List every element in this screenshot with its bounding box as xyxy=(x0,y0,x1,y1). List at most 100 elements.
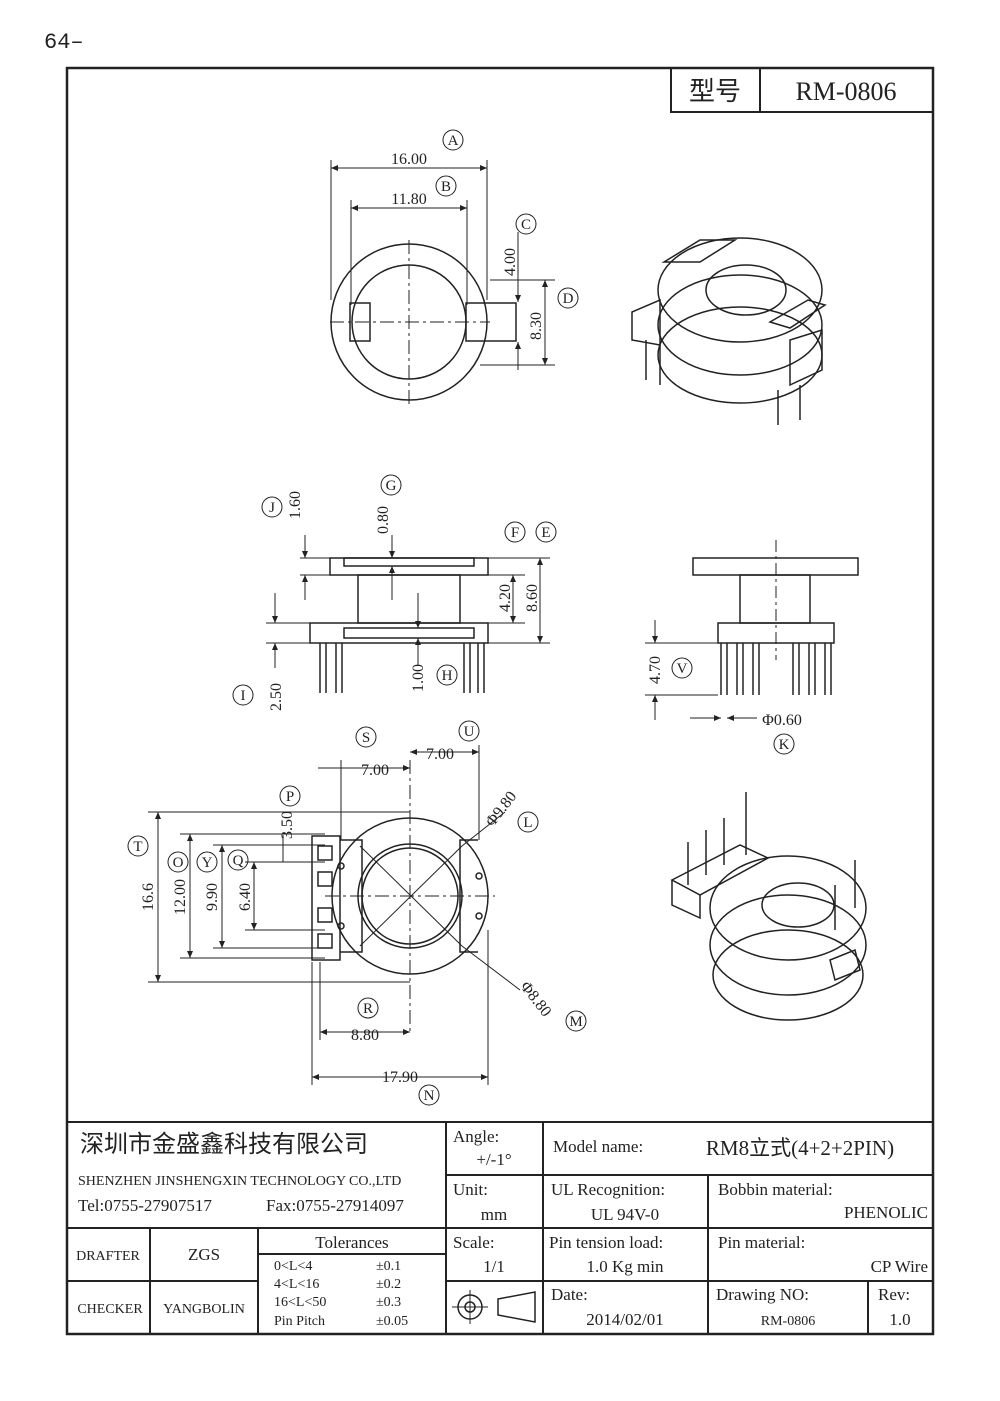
rev-label: Rev: xyxy=(878,1285,910,1304)
top-view xyxy=(330,160,555,405)
unit-value: mm xyxy=(481,1205,507,1224)
dim-I-value: 2.50 xyxy=(268,683,285,711)
dim-A-value: 16.00 xyxy=(391,151,427,168)
side-view xyxy=(266,535,550,693)
iso-view-top xyxy=(631,237,827,425)
dim-L-value: Φ9.80 xyxy=(483,788,521,830)
label-Q: Q xyxy=(227,849,249,871)
label-R: R xyxy=(357,997,379,1019)
tolerance-range: 4<L<16 xyxy=(274,1277,319,1292)
tolerance-range: 0<L<4 xyxy=(274,1259,312,1274)
date-value: 2014/02/01 xyxy=(586,1310,663,1329)
page-number: 64– xyxy=(44,30,84,55)
model-name-label: Model name: xyxy=(553,1137,643,1156)
dim-N-value: 17.90 xyxy=(382,1069,418,1086)
dim-O-value: 12.00 xyxy=(172,879,189,915)
tolerance-value: ±0.3 xyxy=(376,1295,401,1310)
tolerances-table: 0<L<4 ±0.1 4<L<16 ±0.2 16<L<50 ±0.3 Pin … xyxy=(274,1259,408,1329)
label-U: U xyxy=(458,720,480,742)
svg-text:Y: Y xyxy=(202,855,213,871)
svg-text:H: H xyxy=(442,668,453,684)
ul-value: UL 94V-0 xyxy=(591,1205,659,1224)
model-name-value: RM8立式(4+2+2PIN) xyxy=(706,1136,894,1160)
projection-symbol xyxy=(452,1290,536,1324)
dim-B-value: 11.80 xyxy=(391,191,426,208)
rev-value: 1.0 xyxy=(889,1310,910,1329)
dim-S-value: 7.00 xyxy=(361,762,389,779)
drafter-label: DRAFTER xyxy=(76,1249,140,1264)
svg-text:G: G xyxy=(386,478,397,494)
company-fax: Fax:0755-27914097 xyxy=(266,1196,404,1215)
title-block xyxy=(67,1121,933,1334)
label-L: L xyxy=(517,811,539,833)
iso-view-bottom xyxy=(670,792,867,1021)
svg-text:C: C xyxy=(521,217,531,233)
label-C: C xyxy=(515,213,537,235)
bobbin-material-value: PHENOLIC xyxy=(844,1203,928,1222)
svg-text:L: L xyxy=(523,815,532,831)
model-box: 型号 RM-0806 xyxy=(670,67,934,113)
svg-text:F: F xyxy=(511,525,519,541)
tolerance-value: ±0.05 xyxy=(376,1314,408,1329)
svg-text:J: J xyxy=(269,500,275,516)
label-M: M xyxy=(565,1010,587,1032)
drafter-value: ZGS xyxy=(188,1245,220,1264)
bottom-view xyxy=(148,745,521,1085)
company-name-en: SHENZHEN JINSHENGXIN TECHNOLOGY CO.,LTD xyxy=(78,1174,401,1189)
dim-T-value: 16.6 xyxy=(140,883,157,911)
drawing-no-label: Drawing NO: xyxy=(716,1285,809,1304)
dim-U-value: 7.00 xyxy=(426,746,454,763)
dim-F-value: 4.20 xyxy=(497,584,514,612)
sheet-border xyxy=(65,66,935,1336)
svg-text:R: R xyxy=(363,1001,373,1017)
label-B: B xyxy=(435,175,457,197)
dim-Y-value: 9.90 xyxy=(204,883,221,911)
unit-label: Unit: xyxy=(453,1180,488,1199)
dim-K-value: Φ0.60 xyxy=(762,712,802,729)
svg-text:O: O xyxy=(173,855,184,871)
svg-text:N: N xyxy=(424,1088,435,1104)
tolerance-range: Pin Pitch xyxy=(274,1314,325,1329)
label-H: H xyxy=(436,664,458,686)
svg-text:S: S xyxy=(362,730,370,746)
model-box-label: 型号 xyxy=(689,77,741,106)
pin-view xyxy=(645,540,859,721)
label-V: V xyxy=(671,657,693,679)
label-N: N xyxy=(418,1084,440,1106)
pin-material-label: Pin material: xyxy=(718,1233,805,1252)
dim-M-value: Φ8.80 xyxy=(517,978,555,1020)
dim-J-value: 1.60 xyxy=(287,491,304,519)
angle-value: +/-1° xyxy=(476,1150,511,1169)
pin-material-value: CP Wire xyxy=(871,1257,928,1276)
label-D: D xyxy=(557,287,579,309)
scale-value: 1/1 xyxy=(483,1257,505,1276)
label-Y: Y xyxy=(196,851,218,873)
bobbin-material-label: Bobbin material: xyxy=(718,1180,833,1199)
tolerances-title: Tolerances xyxy=(315,1233,388,1252)
dim-H-value: 1.00 xyxy=(410,664,427,692)
label-O: O xyxy=(167,851,189,873)
tolerance-range: 16<L<50 xyxy=(274,1295,326,1310)
ul-label: UL Recognition: xyxy=(551,1180,665,1199)
svg-text:V: V xyxy=(677,661,688,677)
company-name-cn: 深圳市金盛鑫科技有限公司 xyxy=(80,1131,368,1158)
svg-text:T: T xyxy=(133,839,142,855)
dim-V-value: 4.70 xyxy=(647,656,664,684)
checker-value: YANGBOLIN xyxy=(163,1302,245,1317)
svg-text:E: E xyxy=(541,525,550,541)
label-G: G xyxy=(380,474,402,496)
svg-text:P: P xyxy=(286,789,294,805)
svg-text:K: K xyxy=(779,737,790,753)
label-P: P xyxy=(279,785,301,807)
dim-Q-value: 6.40 xyxy=(237,883,254,911)
drawing-no-value: RM-0806 xyxy=(761,1314,815,1329)
svg-text:A: A xyxy=(448,133,459,149)
svg-text:M: M xyxy=(569,1014,582,1030)
date-label: Date: xyxy=(551,1285,588,1304)
dim-G-value: 0.80 xyxy=(375,506,392,534)
tolerance-value: ±0.2 xyxy=(376,1277,401,1292)
angle-label: Angle: xyxy=(453,1127,499,1146)
scale-label: Scale: xyxy=(453,1233,495,1252)
svg-text:U: U xyxy=(464,724,475,740)
